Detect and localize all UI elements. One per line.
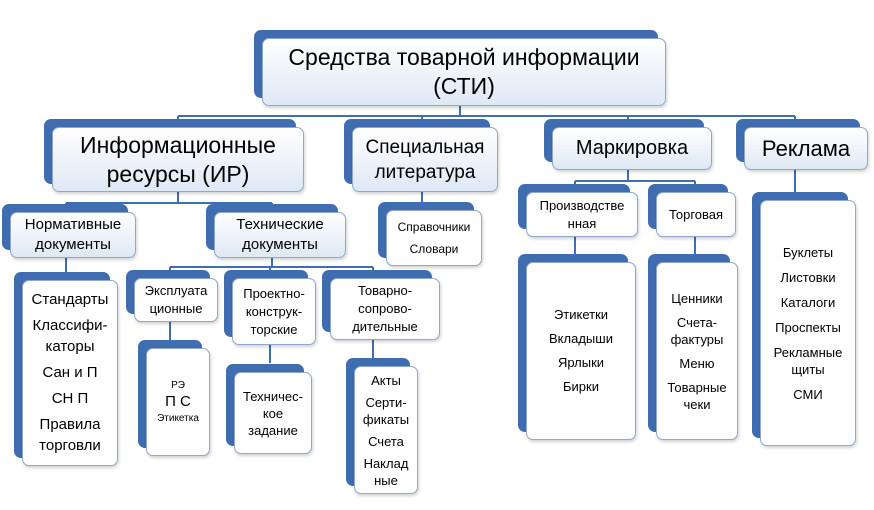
list-item: Буклеты xyxy=(782,244,834,260)
list-item: Техничес- xyxy=(243,388,303,404)
marking-title: Маркировка xyxy=(575,137,689,159)
accompanying-docs-line2: сопрово- xyxy=(358,301,412,316)
list-item: Серти- xyxy=(365,394,407,410)
accompanying-docs-node: Товарно- сопрово- дительные xyxy=(322,270,440,340)
info-resources-line2: ресурсы (ИР) xyxy=(106,160,250,187)
design-docs-list: Техничес- кое задание xyxy=(226,364,312,454)
accompanying-docs-line1: Товарно- xyxy=(357,283,413,298)
list-item: СН П xyxy=(51,390,89,407)
production-marking-node: Производстве нная xyxy=(518,184,638,237)
design-docs-line2: конструк- xyxy=(245,303,303,319)
list-item: РЭ xyxy=(171,380,185,391)
list-item: Проспекты xyxy=(775,319,841,335)
list-item: Рекламные xyxy=(773,344,843,360)
list-item: Классифи- xyxy=(32,317,108,334)
advertising-title: Реклама xyxy=(761,135,851,161)
trade-marking-title: Торговая xyxy=(668,207,724,222)
design-docs-line3: торские xyxy=(250,321,298,337)
list-item: Этикетка xyxy=(157,413,199,424)
list-item: задание xyxy=(248,422,298,438)
technical-docs-line2: документы xyxy=(242,236,318,253)
operational-docs-line1: Эксплуата xyxy=(144,283,208,298)
list-item: Справочники xyxy=(397,220,471,234)
list-item: Сан и П xyxy=(42,364,98,381)
list-item: Наклад xyxy=(363,455,409,471)
root-title-line2: (СТИ) xyxy=(433,73,495,99)
list-item: СМИ xyxy=(793,386,823,402)
list-item: торговли xyxy=(39,437,101,454)
advertising-node: Реклама xyxy=(736,119,868,170)
list-item: Меню xyxy=(679,355,715,371)
normative-docs-line1: Нормативные xyxy=(24,216,122,233)
advertising-list: Буклеты Листовки Каталоги Проспекты Рекл… xyxy=(752,192,856,446)
list-item: Этикетки xyxy=(553,307,609,322)
list-item: Вкладыши xyxy=(549,331,613,346)
info-resources-node: Информационные ресурсы (ИР) xyxy=(44,119,304,192)
list-item: П С xyxy=(165,393,191,410)
technical-docs-line1: Технические xyxy=(236,216,324,233)
design-docs-line1: Проектно- xyxy=(243,285,305,301)
trade-marking-node: Торговая xyxy=(648,184,736,237)
technical-docs-node: Технические документы xyxy=(206,204,346,258)
operational-docs-list: РЭ П С Этикетка xyxy=(138,340,210,456)
reference-books-node: Справочники Словари xyxy=(378,202,482,266)
list-item: Листовки xyxy=(780,269,836,285)
special-literature-line1: Специальная xyxy=(365,136,485,158)
list-item: Бирки xyxy=(563,379,599,394)
list-item: щиты xyxy=(791,361,825,377)
list-item: ные xyxy=(374,472,398,488)
list-item: Товарные xyxy=(667,379,727,395)
production-marking-line2: нная xyxy=(567,215,597,231)
list-item: Ценники xyxy=(671,290,723,306)
root-node: Средства товарной информации (СТИ) xyxy=(254,30,666,106)
production-marking-list: Этикетки Вкладыши Ярлыки Бирки xyxy=(518,254,636,440)
normative-docs-list: Стандарты Классифи- каторы Сан и П СН П … xyxy=(14,272,118,466)
special-literature-line2: литература xyxy=(374,161,476,183)
list-item: Счета xyxy=(368,433,404,449)
list-item: Ярлыки xyxy=(557,355,605,370)
list-item: Словари xyxy=(409,242,459,256)
accompanying-docs-line3: дительные xyxy=(352,319,418,334)
special-literature-node: Специальная литература xyxy=(344,119,498,192)
list-item: Стандарты xyxy=(31,291,109,308)
marking-node: Маркировка xyxy=(544,119,712,170)
list-item: фактуры xyxy=(670,331,724,347)
design-docs-node: Проектно- конструк- торские xyxy=(224,270,316,345)
list-item: каторы xyxy=(45,338,95,355)
normative-docs-node: Нормативные документы xyxy=(2,204,136,258)
production-marking-line1: Производстве xyxy=(539,197,625,213)
info-resources-line1: Информационные xyxy=(80,131,276,158)
list-item: кое xyxy=(262,405,284,421)
list-item: фикаты xyxy=(362,411,410,427)
list-item: Акты xyxy=(371,372,401,388)
list-item: Каталоги xyxy=(780,294,836,310)
accompanying-docs-list: Акты Серти- фикаты Счета Наклад ные xyxy=(346,358,418,494)
normative-docs-line2: документы xyxy=(35,236,111,253)
root-title-line1: Средства товарной информации xyxy=(288,44,640,70)
list-item: Правила xyxy=(39,416,101,433)
list-item: чеки xyxy=(683,396,711,412)
operational-docs-line2: ционные xyxy=(149,301,203,316)
operational-docs-node: Эксплуата ционные xyxy=(126,270,218,322)
trade-marking-list: Ценники Счета- фактуры Меню Товарные чек… xyxy=(648,254,738,440)
list-item: Счета- xyxy=(676,314,718,330)
